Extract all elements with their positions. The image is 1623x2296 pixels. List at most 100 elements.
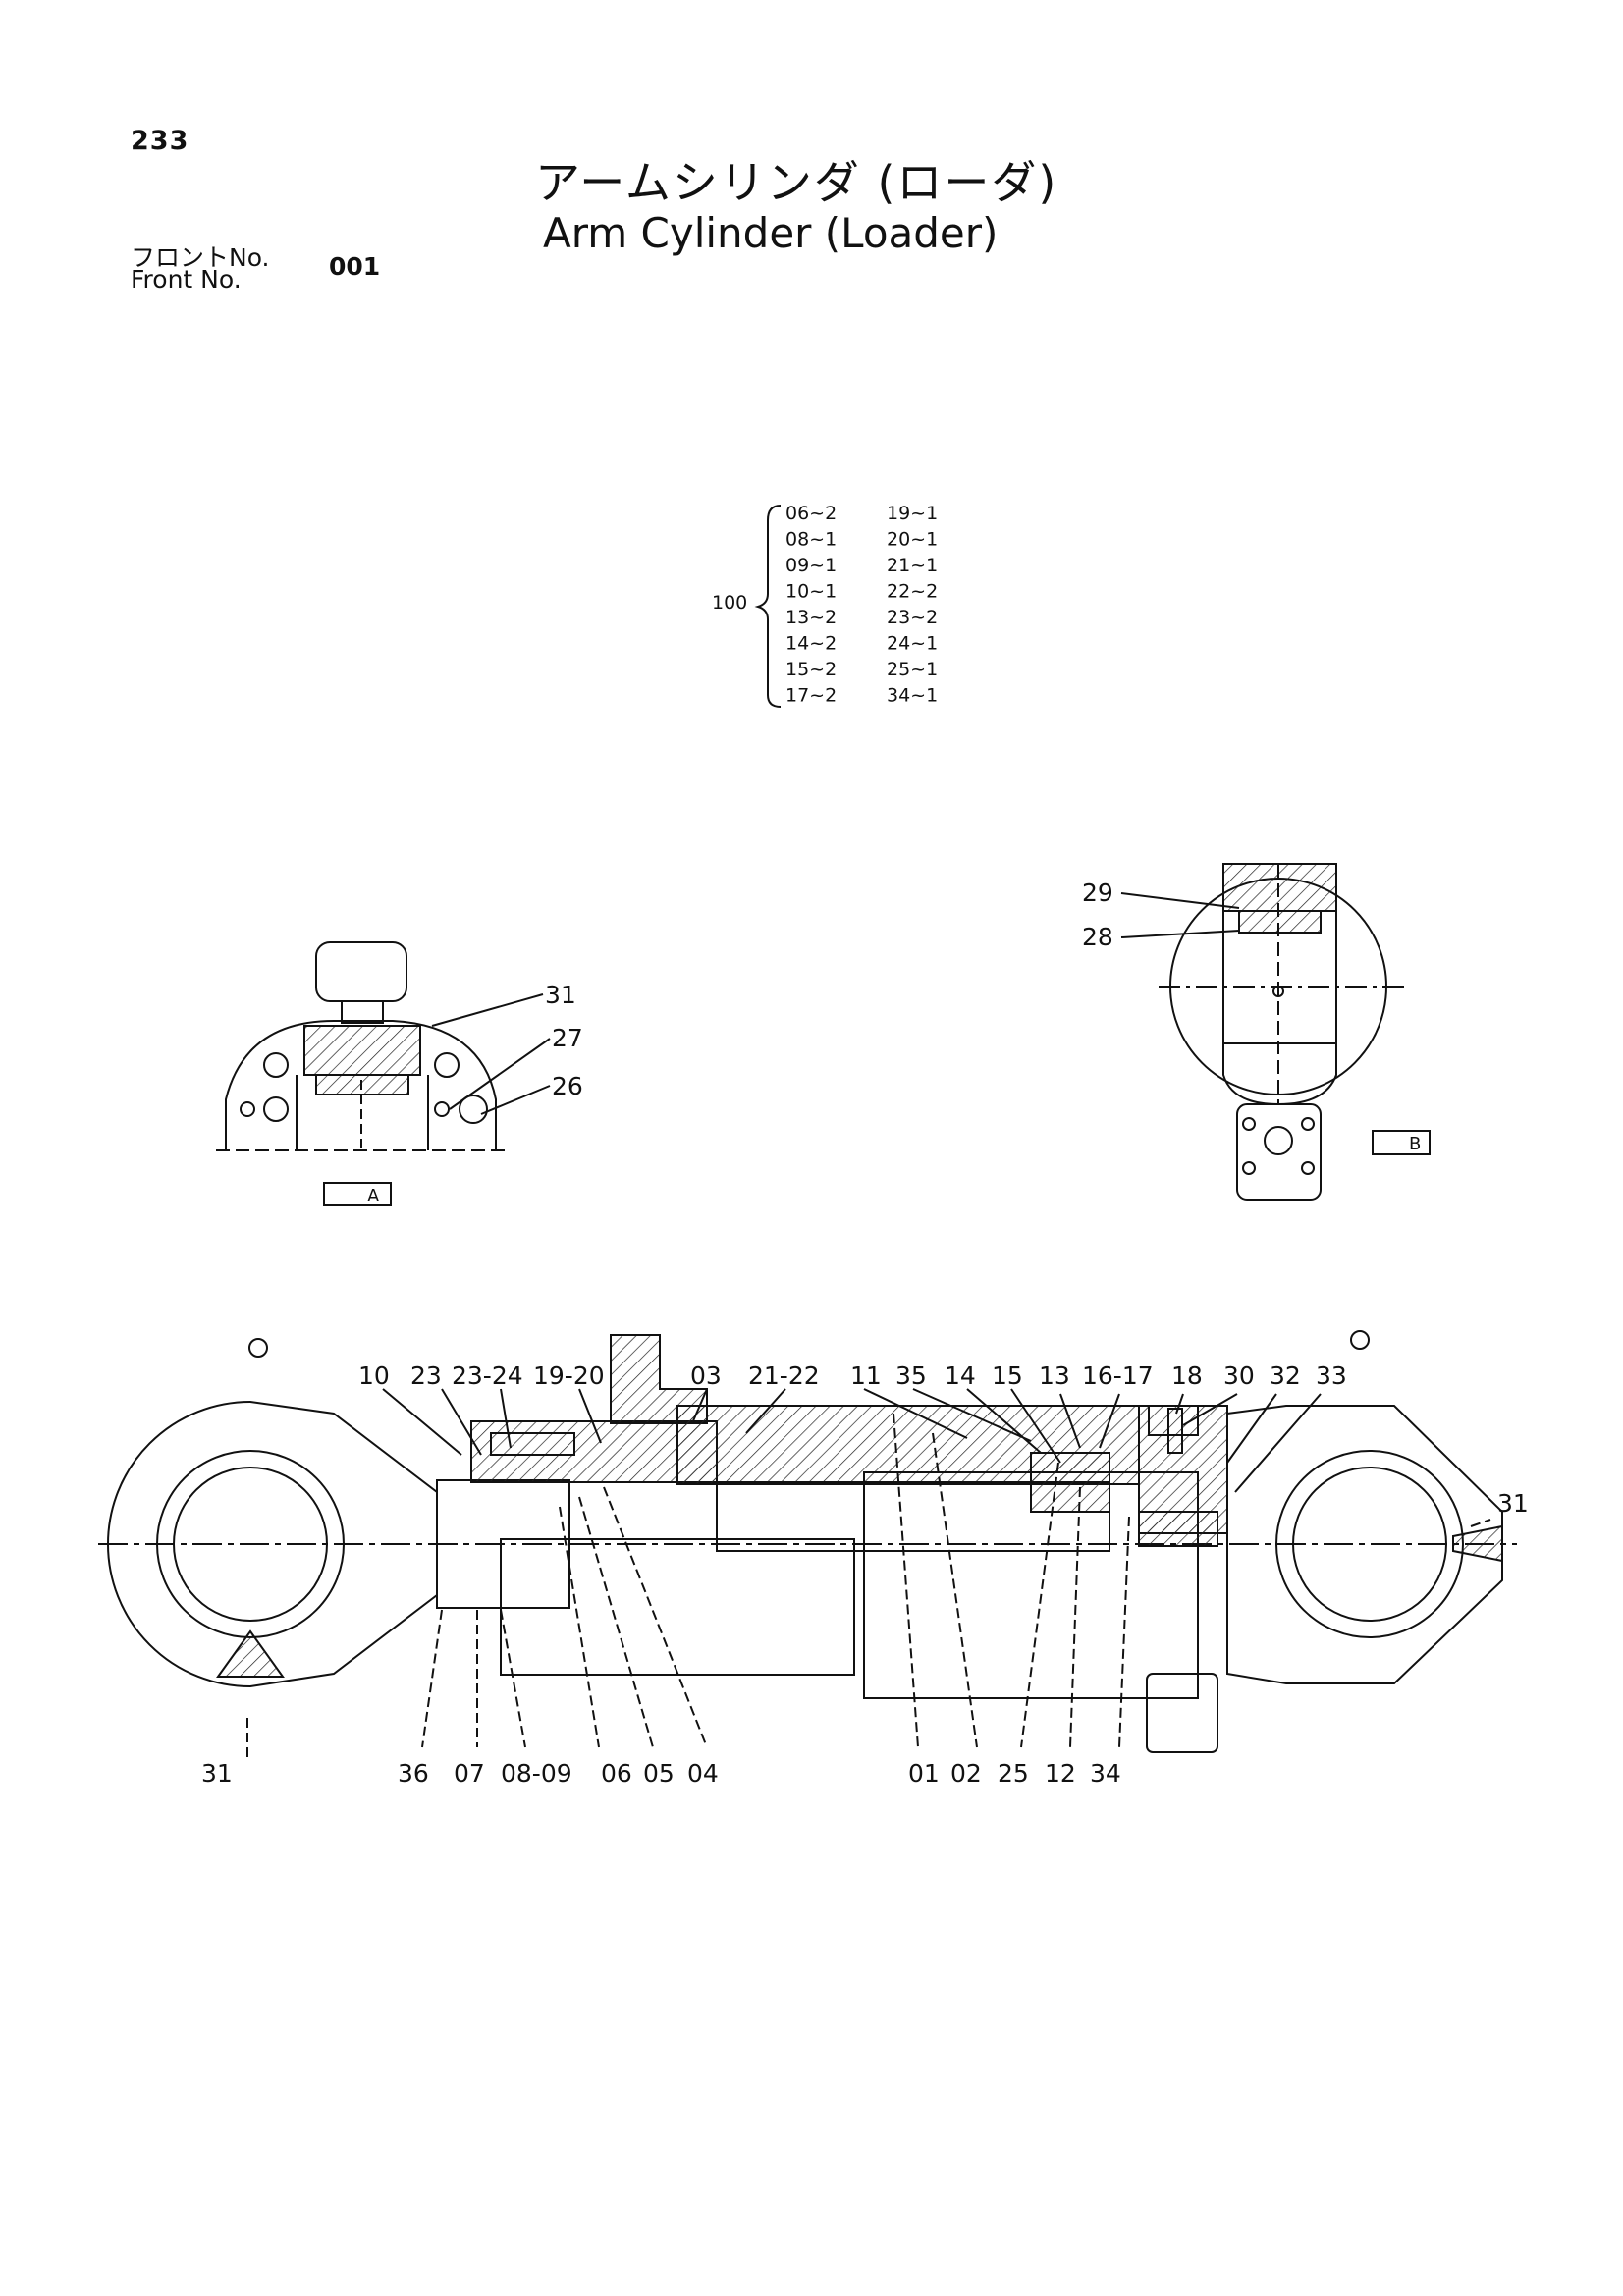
kit-list: 100 06~208~109~110~113~214~215~217~2 19~…: [712, 503, 938, 708]
section-b-center: [1272, 986, 1284, 997]
bottom-leader-lines: [246, 1413, 1491, 1757]
part-label: 25: [998, 1759, 1029, 1788]
section-b-bolt: [1301, 1161, 1315, 1175]
kit-left-column: 06~208~109~110~113~214~215~217~2: [785, 503, 837, 707]
front-label-english: Front No.: [131, 265, 242, 294]
kit-item: 14~2: [785, 633, 837, 655]
kit-item: 22~2: [887, 581, 938, 603]
part-label: 19-20: [533, 1362, 605, 1390]
kit-item: 15~2: [785, 659, 837, 680]
section-a-hatched-block: [303, 1025, 421, 1076]
part-label: 11: [850, 1362, 882, 1390]
section-b-view: [1120, 863, 1431, 1201]
part-label: 13: [1039, 1362, 1070, 1390]
section-b-bushing: [1238, 910, 1322, 934]
kit-item: 24~1: [887, 633, 938, 655]
part-label: 04: [687, 1759, 719, 1788]
section-b-flange: [1236, 1103, 1322, 1201]
kit-item: 10~1: [785, 581, 837, 603]
part-label: 05: [643, 1759, 675, 1788]
section-b-body: [1222, 910, 1337, 1044]
top-leader-lines: [382, 1388, 1322, 1493]
part-label: 15: [992, 1362, 1023, 1390]
section-b-bolt: [1242, 1117, 1256, 1131]
part-label: 16-17: [1082, 1362, 1154, 1390]
section-a-bolt: [240, 1101, 255, 1117]
main-right-label: 31: [1497, 1489, 1529, 1518]
part-label: 08-09: [501, 1759, 572, 1788]
part-label: 29: [1082, 879, 1113, 907]
section-b-hatched-top: [1222, 863, 1337, 912]
part-label: 26: [552, 1072, 583, 1100]
section-b-marker: [1350, 1330, 1370, 1350]
front-label-japanese: フロントNo.: [131, 243, 270, 272]
kit-item: 17~2: [785, 685, 837, 707]
part-label: 07: [454, 1759, 485, 1788]
rod-eye-bore-inner: [173, 1467, 328, 1622]
kit-item: 21~1: [887, 555, 938, 576]
main-assembly: [98, 1330, 1517, 1757]
part-label: 34: [1090, 1759, 1121, 1788]
page-number: 233: [131, 126, 189, 156]
section-a-outline: [225, 1020, 497, 1150]
rod-eye: [107, 1400, 438, 1688]
kit-item: 09~1: [785, 555, 837, 576]
bottom-eye-grease-port: [1452, 1524, 1503, 1563]
kit-item: 20~1: [887, 529, 938, 551]
section-a-view: [216, 941, 551, 1206]
section-a-neck: [341, 1000, 384, 1024]
kit-item: 23~2: [887, 607, 938, 628]
section-a-tag-box: [323, 1182, 392, 1206]
section-a-cap: [315, 941, 407, 1002]
part-label: 30: [1223, 1362, 1255, 1390]
section-a-tag: A: [367, 1186, 380, 1206]
leader-29: [1120, 892, 1240, 909]
bottom-seal: [1138, 1511, 1218, 1547]
kit-item: 34~1: [887, 685, 938, 707]
section-a-bolt: [263, 1096, 289, 1122]
kit-number: 100: [712, 592, 747, 614]
bottom-eye: [1226, 1405, 1503, 1684]
leader-27: [449, 1038, 551, 1110]
head-seal: [490, 1432, 575, 1456]
tube-bore: [716, 1481, 1110, 1552]
part-label: 03: [690, 1362, 722, 1390]
part-label: 02: [950, 1759, 982, 1788]
section-b-tag-box: [1372, 1130, 1431, 1155]
front-number: 001: [329, 252, 381, 281]
section-b-tag: B: [1409, 1134, 1421, 1154]
part-label: 33: [1316, 1362, 1347, 1390]
part-label: 14: [945, 1362, 976, 1390]
section-a-bolt: [434, 1052, 460, 1078]
part-label: 27: [552, 1024, 583, 1052]
rod-eye-grease-port: [216, 1629, 285, 1678]
section-a-bolt: [434, 1101, 450, 1117]
section-a-bolt: [459, 1095, 488, 1124]
part-label: 23: [410, 1362, 442, 1390]
leader-26: [480, 1085, 551, 1115]
part-label: 06: [601, 1759, 632, 1788]
part-label: 10: [358, 1362, 390, 1390]
title-english: Arm Cylinder (Loader): [543, 209, 999, 257]
leader-28: [1120, 930, 1240, 938]
part-label: 31: [545, 981, 576, 1009]
kit-item: 13~2: [785, 607, 837, 628]
leader-31: [431, 993, 544, 1027]
part-label: 32: [1270, 1362, 1301, 1390]
kit-item: 06~2: [785, 503, 837, 524]
section-a-labels: 31 27 26: [545, 981, 583, 1100]
part-label: 01: [908, 1759, 940, 1788]
grease-fitting: [1167, 1408, 1183, 1454]
section-b-port: [1264, 1126, 1293, 1155]
part-label: 35: [895, 1362, 927, 1390]
kit-right-column: 19~120~121~122~223~224~125~134~1: [887, 503, 938, 707]
bottom-eye-bore-inner: [1292, 1467, 1447, 1622]
kit-item: 25~1: [887, 659, 938, 680]
title-japanese: アームシリンダ (ローダ): [535, 156, 1058, 209]
part-label: 21-22: [748, 1362, 820, 1390]
kit-brace: [754, 505, 782, 708]
